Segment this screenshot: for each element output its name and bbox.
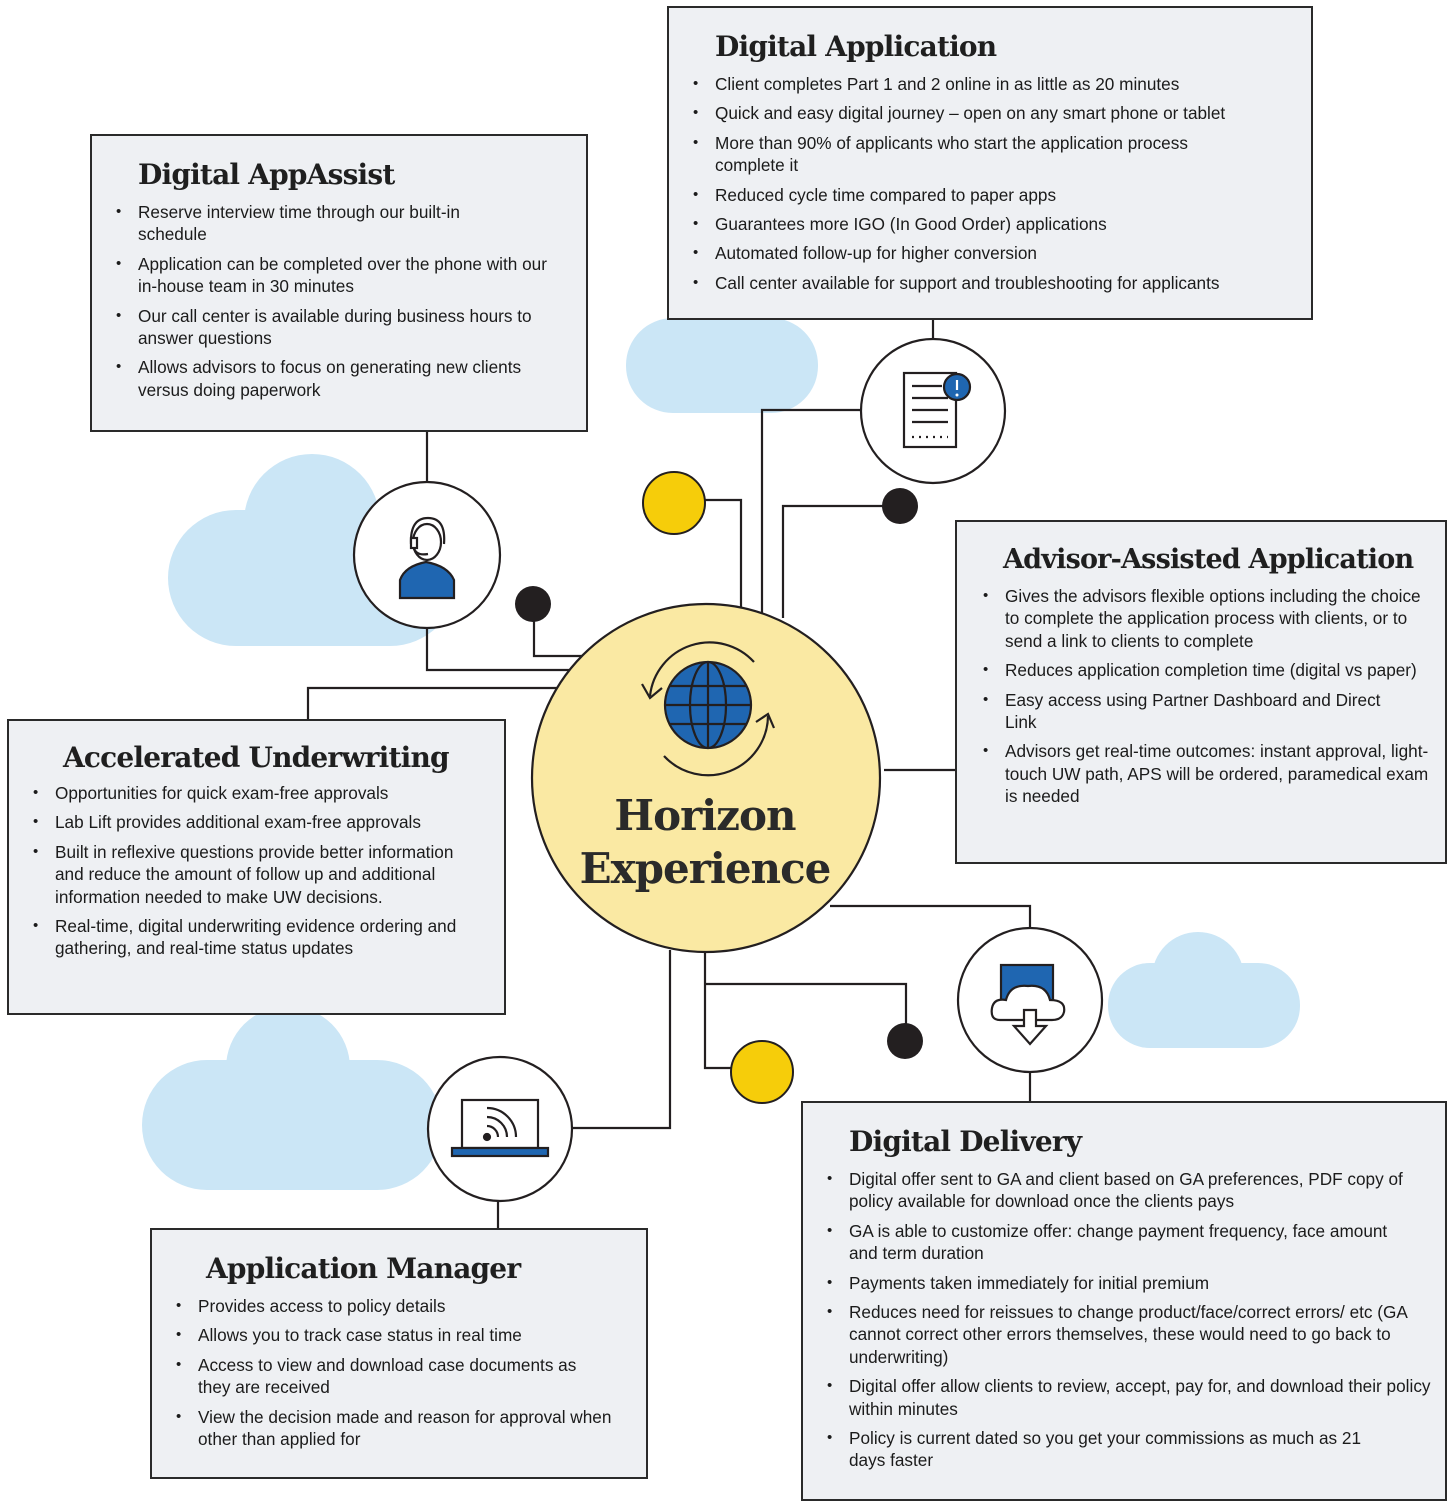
bullet-item: Access to view and download case documen… [176, 1354, 632, 1399]
bullet-item: Quick and easy digital journey – open on… [693, 102, 1295, 125]
laptop-wifi-icon [426, 1055, 574, 1203]
bullet-list: Gives the advisors flexible options incl… [983, 585, 1433, 808]
card-title: Digital Delivery [849, 1125, 1082, 1158]
dark-dot [882, 488, 918, 524]
bullet-list: Digital offer sent to GA and client base… [827, 1168, 1431, 1472]
bullet-item: Our call center is available during busi… [116, 305, 572, 350]
application-manager-card: Application Manager Provides access to p… [150, 1228, 648, 1479]
yellow-dot [730, 1040, 794, 1104]
bullet-item: Allows advisors to focus on generating n… [116, 356, 572, 401]
card-title: Application Manager [206, 1252, 521, 1285]
bullet-item: Easy access using Partner Dashboard and … [983, 689, 1433, 734]
bullet-item: More than 90% of applicants who start th… [693, 132, 1295, 177]
bullet-list: Provides access to policy details Allows… [176, 1295, 632, 1450]
card-title: Advisor-Assisted Application [1003, 544, 1414, 575]
dark-dot [887, 1023, 923, 1059]
bullet-item: Real-time, digital underwriting evidence… [33, 915, 492, 960]
document-alert-icon [859, 337, 1007, 485]
bullet-item: Payments taken immediately for initial p… [827, 1272, 1431, 1295]
advisor-assisted-card: Advisor-Assisted Application Gives the a… [955, 520, 1447, 864]
bullet-item: Guarantees more IGO (In Good Order) appl… [693, 213, 1295, 236]
center-title-line1: Horizon [614, 791, 796, 840]
bullet-item: Client completes Part 1 and 2 online in … [693, 73, 1295, 96]
bullet-item: Opportunities for quick exam-free approv… [33, 782, 492, 805]
cloud-shape [142, 1006, 442, 1190]
bullet-list: Reserve interview time through our built… [116, 201, 572, 401]
bullet-list: Opportunities for quick exam-free approv… [33, 782, 492, 960]
bullet-item: Call center available for support and tr… [693, 272, 1295, 295]
bullet-item: Provides access to policy details [176, 1295, 632, 1318]
center-circle [530, 602, 882, 954]
bullet-item: Reserve interview time through our built… [116, 201, 572, 246]
bullet-item: Automated follow-up for higher conversio… [693, 242, 1295, 265]
card-title: Accelerated Underwriting [63, 741, 450, 774]
bullet-item: Reduces need for reissues to change prod… [827, 1301, 1431, 1368]
bullet-item: Lab Lift provides additional exam-free a… [33, 811, 492, 834]
bullet-item: Reduces application completion time (dig… [983, 659, 1433, 682]
card-title: Digital AppAssist [138, 158, 395, 191]
bullet-item: Policy is current dated so you get your … [827, 1427, 1431, 1472]
headset-agent-icon [352, 480, 502, 630]
cloud-download-icon [956, 926, 1104, 1074]
yellow-dot [642, 471, 706, 535]
center-title-line2: Experience [579, 844, 832, 893]
bullet-item: Gives the advisors flexible options incl… [983, 585, 1433, 652]
card-title: Digital Application [715, 30, 997, 63]
bullet-list: Client completes Part 1 and 2 online in … [693, 73, 1295, 295]
bullet-item: Digital offer allow clients to review, a… [827, 1375, 1431, 1420]
bullet-item: Digital offer sent to GA and client base… [827, 1168, 1431, 1213]
bullet-item: Built in reflexive questions provide bet… [33, 841, 492, 908]
digital-application-card: Digital Application Client completes Par… [667, 6, 1313, 320]
digital-appassist-card: Digital AppAssist Reserve interview time… [90, 134, 588, 432]
digital-delivery-card: Digital Delivery Digital offer sent to G… [801, 1101, 1447, 1501]
bullet-item: Allows you to track case status in real … [176, 1324, 632, 1347]
dark-dot [515, 586, 551, 622]
bullet-item: GA is able to customize offer: change pa… [827, 1220, 1431, 1265]
globe-refresh-icon [641, 641, 776, 777]
cloud-shape [626, 318, 818, 413]
bullet-item: Application can be completed over the ph… [116, 253, 572, 298]
bullet-item: Advisors get real-time outcomes: instant… [983, 740, 1433, 807]
cloud-shape [1108, 932, 1300, 1048]
bullet-item: Reduced cycle time compared to paper app… [693, 184, 1295, 207]
accelerated-underwriting-card: Accelerated Underwriting Opportunities f… [7, 719, 506, 1015]
bullet-item: View the decision made and reason for ap… [176, 1406, 632, 1451]
